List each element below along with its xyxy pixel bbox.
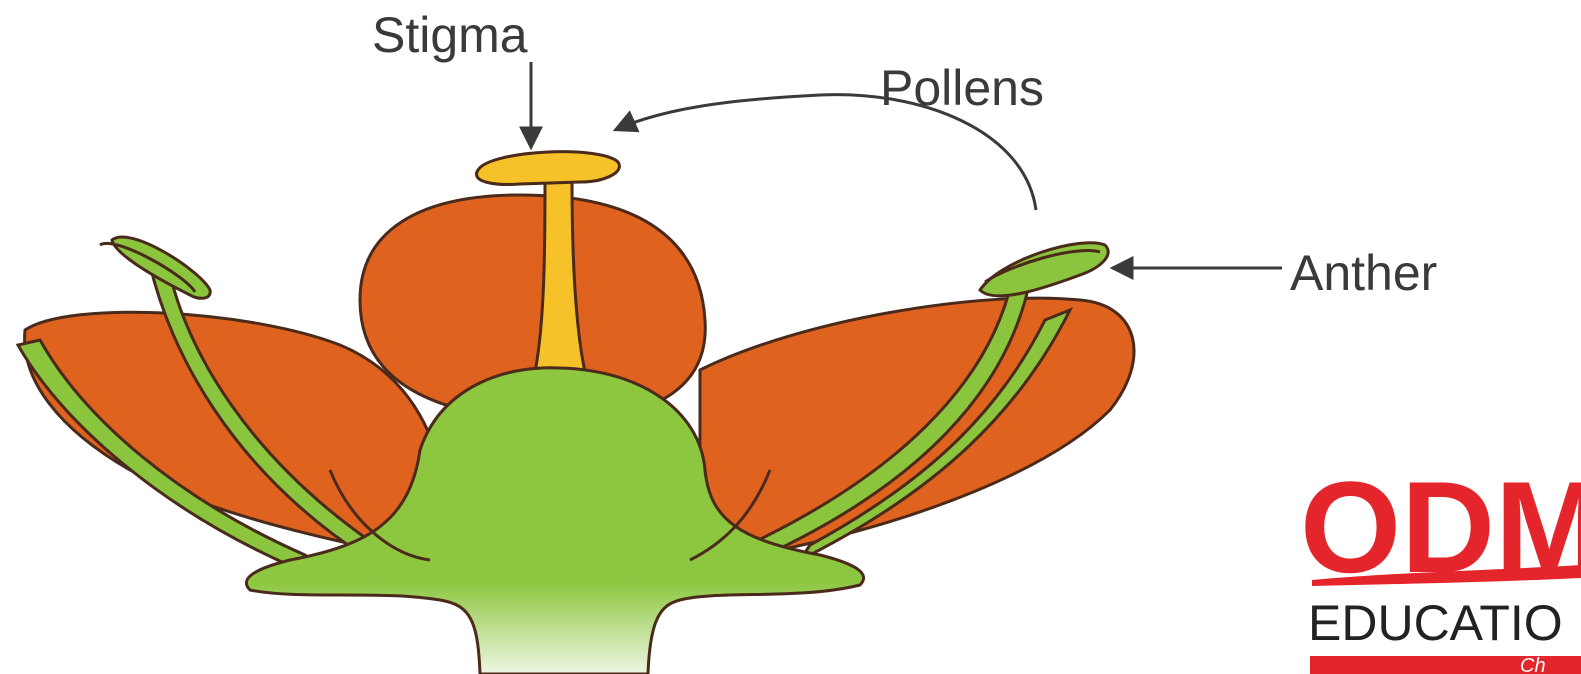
- stigma-label: Stigma: [372, 7, 528, 63]
- right-petal: [700, 298, 1134, 560]
- logo-sub-text: EDUCATIO: [1308, 595, 1563, 651]
- flower: [18, 152, 1134, 674]
- stigma: [476, 152, 619, 185]
- anther-label: Anther: [1290, 245, 1437, 301]
- pollens-label: Pollens: [880, 60, 1044, 116]
- odm-logo: ODM EDUCATIO Ch: [1300, 454, 1581, 674]
- logo-tagline: Ch: [1520, 655, 1546, 674]
